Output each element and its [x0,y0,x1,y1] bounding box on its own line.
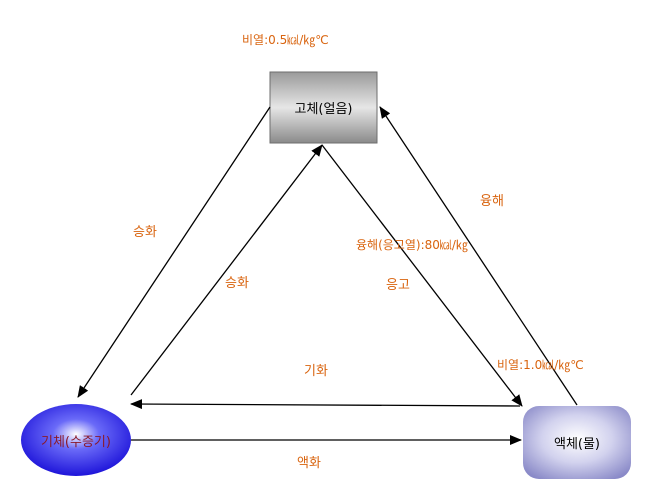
sublimation-arrow-gas-to-solid [130,144,323,396]
liquefaction-label: 액화 [297,456,321,471]
sublimation-outer-label: 승화 [133,225,157,240]
solid-node-shape [269,71,378,144]
gas-node: 기체(수증기) [21,404,131,476]
sublimation-inner-label: 승화 [225,276,249,291]
liquid-node: 액체(물) [523,406,631,479]
gas-node-shape [21,404,131,476]
heat-of-fusion-label: 융해(응고열):80㎉/㎏ [356,238,468,252]
vaporization-arrow-liquid-to-gas [130,399,521,410]
freezing-arrow-solid-to-liquid [321,144,523,407]
solid-specific-heat-label: 비열:0.5㎉/㎏℃ [242,33,329,47]
liquid-node-shape [523,406,631,479]
sublimation-arrow-solid-to-gas [77,106,271,398]
freezing-label: 응고 [386,278,410,293]
gas-node-label: 기체(수증기) [41,434,111,450]
vaporization-label: 기화 [304,364,328,379]
liquid-specific-heat-label: 비열:1.0㎉/㎏℃ [497,358,584,372]
melting-arrow-liquid-to-solid [379,106,578,406]
liquid-node-label: 액체(물) [553,437,601,452]
solid-node: 고체(얼음) [270,72,377,143]
solid-node-label: 고체(얼음) [294,102,353,117]
melting-label: 융해 [480,194,504,209]
